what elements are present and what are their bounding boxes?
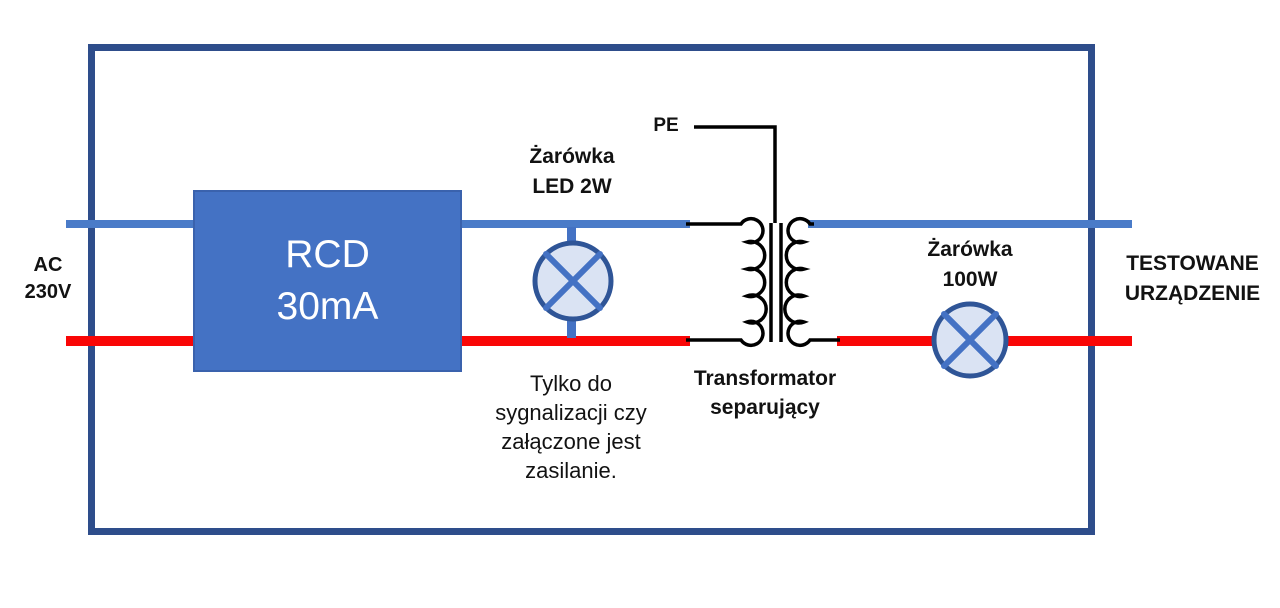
signal-note-line1: Tylko do [530,371,612,396]
transformer-icon [686,125,840,348]
lamp-100w-label: Żarówka 100W [895,235,1045,295]
pe-label: PE [653,115,679,136]
source-label-line2: 230V [24,281,72,303]
rcd-label-line1: RCD [285,233,370,276]
transformer-label: Transformator separujący [680,364,850,422]
led-lamp-label-line2: LED 2W [532,175,612,198]
led-lamp-label-line1: Żarówka [529,145,615,168]
transformer-label-line1: Transformator [693,367,837,390]
wire-neutral-right [808,220,1132,228]
transformer-secondary-coil [783,216,840,348]
lamp-100w-icon [931,301,1009,379]
signal-note-line4: zasilanie. [525,458,617,483]
pe-wire [694,125,777,223]
device-boundary-box [88,44,1095,535]
lamp-100w-label-line1: Żarówka [927,238,1013,261]
transformer-primary-coil [686,216,768,348]
tested-device-label: TESTOWANE URZĄDZENIE [1110,249,1275,309]
rcd-block: RCD 30mA [193,190,462,372]
led-lamp-wire-bottom [567,315,576,338]
led-lamp-label: Żarówka LED 2W [497,142,647,202]
signal-note-line3: załączone jest [501,429,641,454]
tested-device-label-line2: URZĄDZENIE [1124,282,1261,305]
source-label: AC 230V [0,252,96,306]
lamp-100w-label-line2: 100W [942,268,998,291]
led-lamp-wire-top [567,227,576,247]
tested-device-label-line1: TESTOWANE [1126,252,1259,275]
signal-note: Tylko do sygnalizacji czy załączone jest… [466,369,676,485]
led-lamp-icon [532,240,614,322]
transformer-label-line2: separujący [710,396,820,419]
source-label-line1: AC [33,254,63,276]
signal-note-line2: sygnalizacji czy [495,400,647,425]
rcd-label-line2: 30mA [276,285,379,328]
